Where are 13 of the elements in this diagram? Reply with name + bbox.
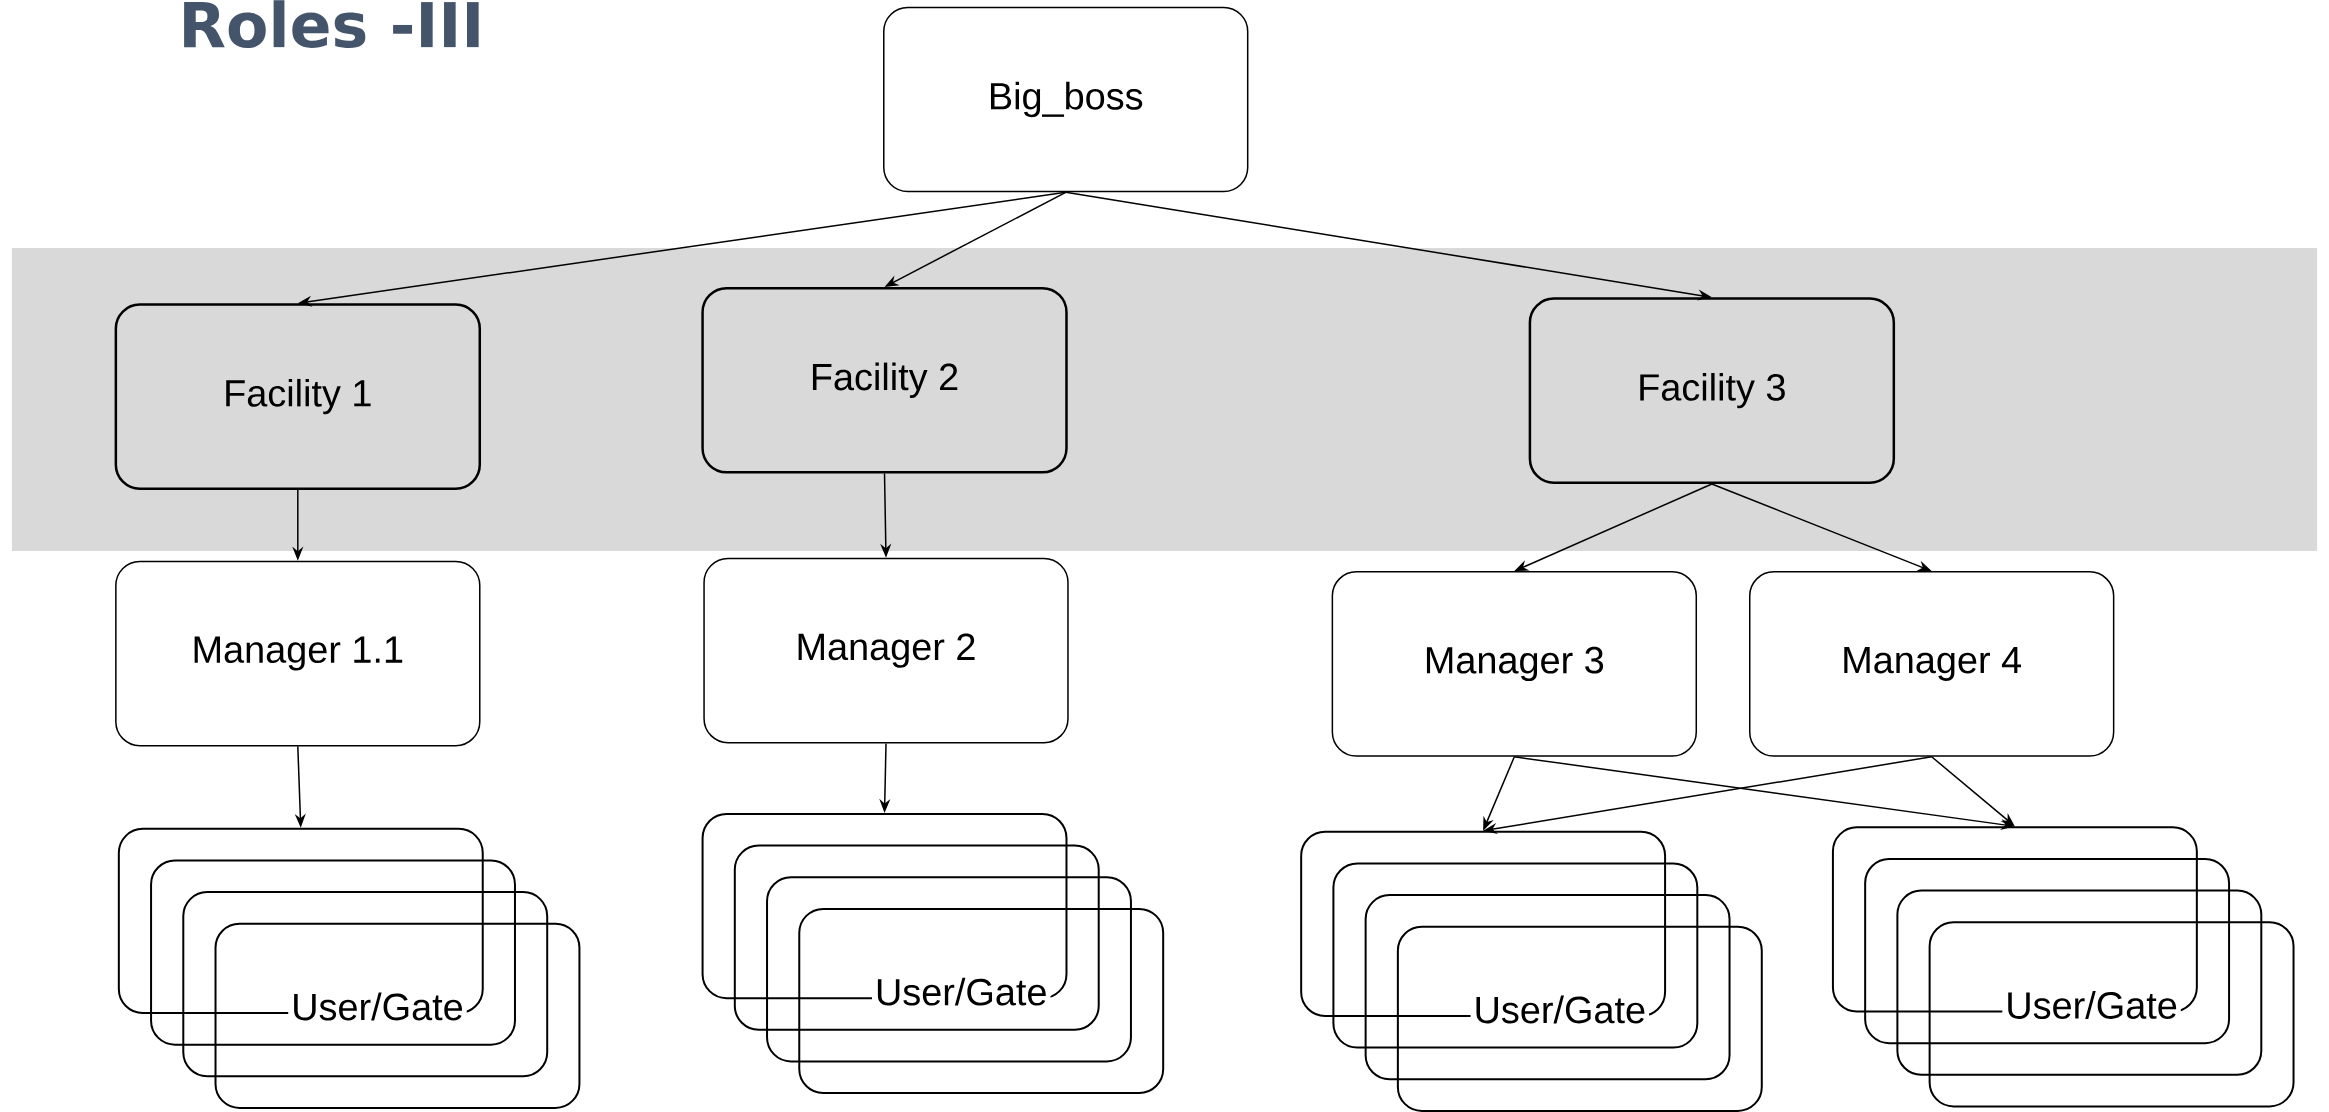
facility-box: Facility 3 [1528, 297, 1896, 484]
role-box: Manager 1.1 [115, 560, 481, 747]
title: Roles -III [184, 0, 479, 48]
role-box: Manager 4 [1749, 571, 2115, 757]
facility-box: Facility 1 [114, 303, 481, 490]
role-box: Manager 2 [703, 557, 1069, 744]
stacked-boxes: User/Gate [1300, 830, 1763, 1112]
role-box: Manager 3 [1331, 571, 1698, 757]
facility-box: Facility 2 [701, 286, 1068, 474]
stacked-boxes: User/Gate [1831, 826, 2295, 1108]
role-box: Big_boss [883, 6, 1249, 193]
stacked-boxes: User/Gate [117, 827, 581, 1109]
stacked-boxes: User/Gate [701, 812, 1165, 1095]
